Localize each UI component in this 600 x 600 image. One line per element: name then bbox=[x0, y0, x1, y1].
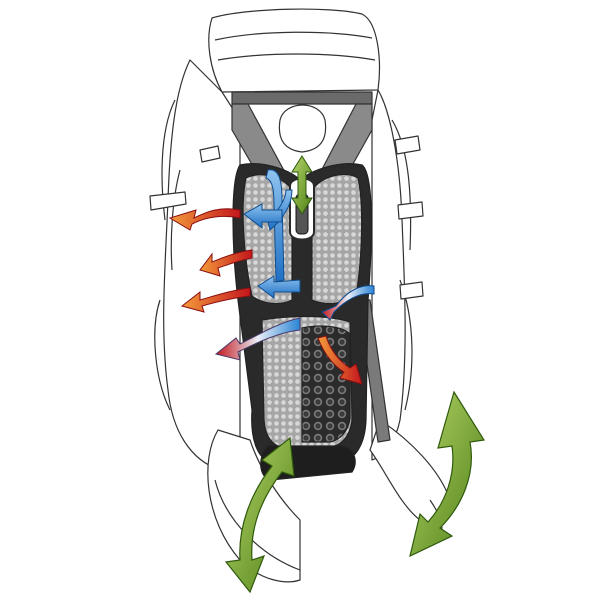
double-headed-arrow-icon bbox=[409, 390, 485, 558]
lid-seam bbox=[214, 31, 376, 61]
double-headed-arrow-icon bbox=[224, 436, 295, 594]
cool-air-arrows bbox=[214, 169, 375, 361]
compression-strap-left-1 bbox=[149, 191, 187, 211]
load-lifter-bar bbox=[231, 91, 373, 105]
cool-air-arrow-icon bbox=[243, 203, 283, 230]
vertical-airflow-arrow bbox=[291, 155, 313, 215]
cool-air-arrow-icon bbox=[321, 285, 375, 321]
pack-main-body bbox=[163, 59, 241, 471]
warm-air-arrow-icon bbox=[317, 335, 363, 385]
compression-strap-right-1 bbox=[394, 135, 421, 155]
warm-air-arrow-icon bbox=[180, 287, 251, 313]
warm-air-arrow-icon bbox=[168, 208, 241, 231]
mesh-pad-upper-right bbox=[311, 173, 363, 305]
lumbar-foam-pad bbox=[301, 325, 351, 443]
pack-lid bbox=[208, 8, 381, 93]
double-headed-arrow-icon bbox=[291, 155, 313, 215]
backpack-outline-icon bbox=[149, 8, 452, 583]
compression-strap-right-2 bbox=[397, 201, 424, 220]
compression-strap-left-2 bbox=[199, 145, 221, 163]
warm-air-arrow-icon bbox=[199, 249, 253, 277]
compression-strap-right-3 bbox=[399, 281, 424, 300]
back-panel bbox=[232, 163, 372, 481]
cool-air-arrow-icon bbox=[257, 275, 301, 299]
warm-air-arrows bbox=[168, 208, 363, 385]
motion-arrows bbox=[224, 390, 485, 594]
cool-air-arrow-icon bbox=[214, 317, 301, 361]
sternum-area bbox=[278, 104, 327, 153]
